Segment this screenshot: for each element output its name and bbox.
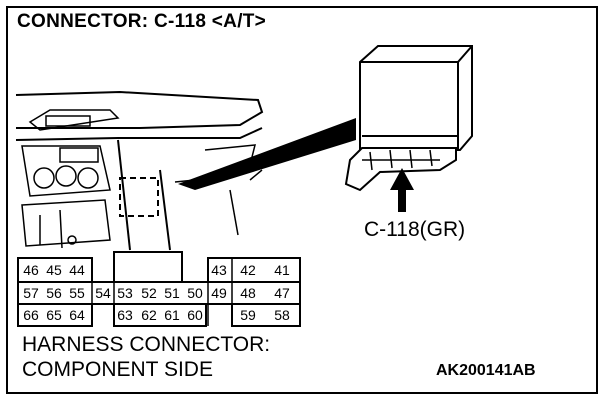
pin-53: 53 <box>117 285 133 301</box>
pin-44: 44 <box>69 262 85 278</box>
connector-location-box <box>119 177 159 217</box>
pin-57: 57 <box>23 285 39 301</box>
pin-52: 52 <box>141 285 157 301</box>
pin-43: 43 <box>211 262 227 278</box>
pin-51: 51 <box>164 285 180 301</box>
pin-55: 55 <box>69 285 85 301</box>
pin-41: 41 <box>274 262 290 278</box>
pointer-beam <box>178 118 356 190</box>
control-module <box>344 45 473 192</box>
pin-65: 65 <box>46 307 62 323</box>
pin-54: 54 <box>95 285 111 301</box>
pin-59: 59 <box>240 307 256 323</box>
connector-face <box>17 251 301 327</box>
pin-47: 47 <box>274 285 290 301</box>
pin-64: 64 <box>69 307 85 323</box>
pin-61: 61 <box>164 307 180 323</box>
pin-66: 66 <box>23 307 39 323</box>
connector-title: CONNECTOR: C-118 <A/T> <box>17 11 267 32</box>
pin-62: 62 <box>141 307 157 323</box>
pin-46: 46 <box>23 262 39 278</box>
pin-42: 42 <box>240 262 256 278</box>
figure-code: AK200141AB <box>436 362 536 379</box>
harness-label: HARNESS CONNECTOR: COMPONENT SIDE <box>22 332 270 382</box>
diagram-frame <box>6 6 598 394</box>
pin-58: 58 <box>274 307 290 323</box>
pin-63: 63 <box>117 307 133 323</box>
harness-label-line1: HARNESS CONNECTOR: <box>22 333 271 356</box>
pin-49: 49 <box>211 285 227 301</box>
harness-label-line2: COMPONENT SIDE <box>22 358 213 381</box>
pin-45: 45 <box>46 262 62 278</box>
pin-48: 48 <box>240 285 256 301</box>
up-arrow-icon <box>390 168 414 212</box>
pin-56: 56 <box>46 285 62 301</box>
pin-60: 60 <box>187 307 203 323</box>
pin-50: 50 <box>187 285 203 301</box>
connector-id-label: C-118(GR) <box>364 218 466 241</box>
